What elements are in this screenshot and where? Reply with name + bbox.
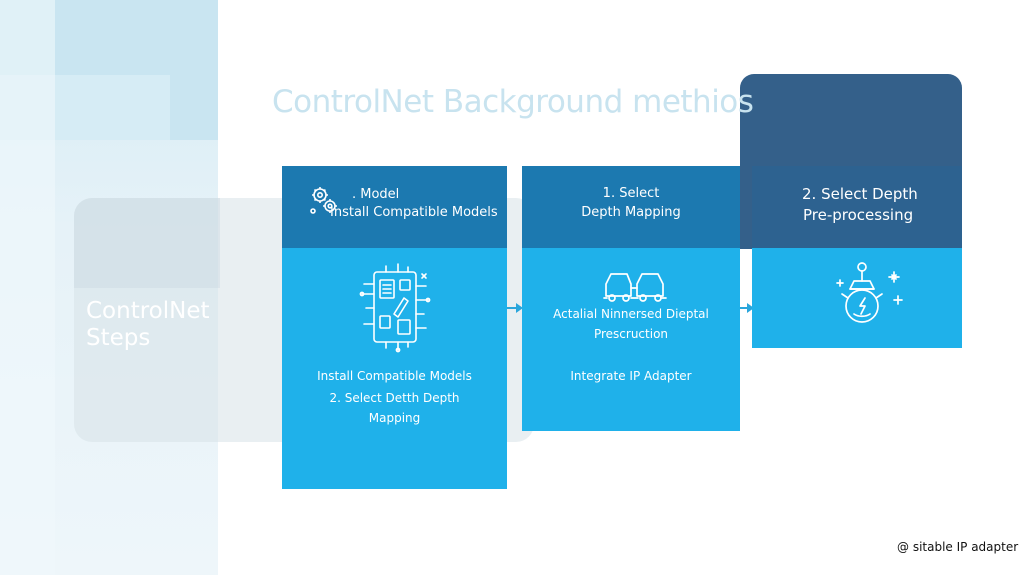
step-card-1: . Model Install Compatible Models Instal…: [282, 166, 507, 489]
step-card-1-body-line-3: Mapping: [368, 411, 421, 425]
steps-label-line-1: ControlNet: [86, 298, 210, 324]
steps-label: ControlNet Steps: [86, 298, 226, 352]
flow-arrow-2: [740, 303, 754, 313]
step-card-2-body: Actalial Ninnersed Dieptal Prescruction …: [522, 248, 740, 431]
step-card-3-header-line-2: Pre-processing: [803, 206, 914, 224]
diagram-title: ControlNet Background methios: [272, 84, 754, 120]
step-card-2-body-line-3: Integrate IP Adapter: [570, 369, 692, 383]
step-card-2-header: 1. Select Depth Mapping: [522, 166, 740, 248]
steps-label-line-2: Steps: [86, 325, 151, 351]
robot-orb-icon: [836, 262, 903, 323]
step-card-3-body: [752, 248, 962, 348]
step-card-2-body-line-1: Actalial Ninnersed Dieptal: [553, 307, 709, 321]
linked-cars-icon: [603, 273, 667, 302]
circuit-board-icon: [359, 263, 431, 353]
step-card-2-body-line-2: Prescruction: [593, 327, 669, 341]
step-card-3-header: 2. Select Depth Pre-processing: [752, 166, 962, 248]
step-card-1-header-line-1: . Model: [352, 187, 400, 202]
step-card-1-body-line-2: 2. Select Detth Depth: [329, 391, 460, 405]
step-card-2: 1. Select Depth Mapping Actalial Ninners…: [522, 166, 740, 431]
step-card-1-header-line-2: Install Compatible Models: [330, 205, 498, 220]
gears-icon: [310, 187, 337, 214]
footer-caption: @ sitable IP adapter: [897, 540, 1019, 554]
flow-arrow-1: [507, 303, 523, 313]
step-card-2-header-line-1: 1. Select: [602, 186, 660, 201]
step-card-1-body-line-1: Install Compatible Models: [317, 369, 472, 383]
step-card-1-header: . Model Install Compatible Models: [282, 166, 507, 248]
step-card-1-body: Install Compatible Models 2. Select Dett…: [282, 248, 507, 489]
background-strip-edge: [0, 0, 55, 575]
step-card-3-header-line-1: 2. Select Depth: [802, 185, 918, 203]
step-card-2-header-line-2: Depth Mapping: [581, 205, 681, 220]
steps-panel-accent: [74, 198, 220, 288]
step-card-3: 2. Select Depth Pre-processing: [752, 166, 962, 348]
